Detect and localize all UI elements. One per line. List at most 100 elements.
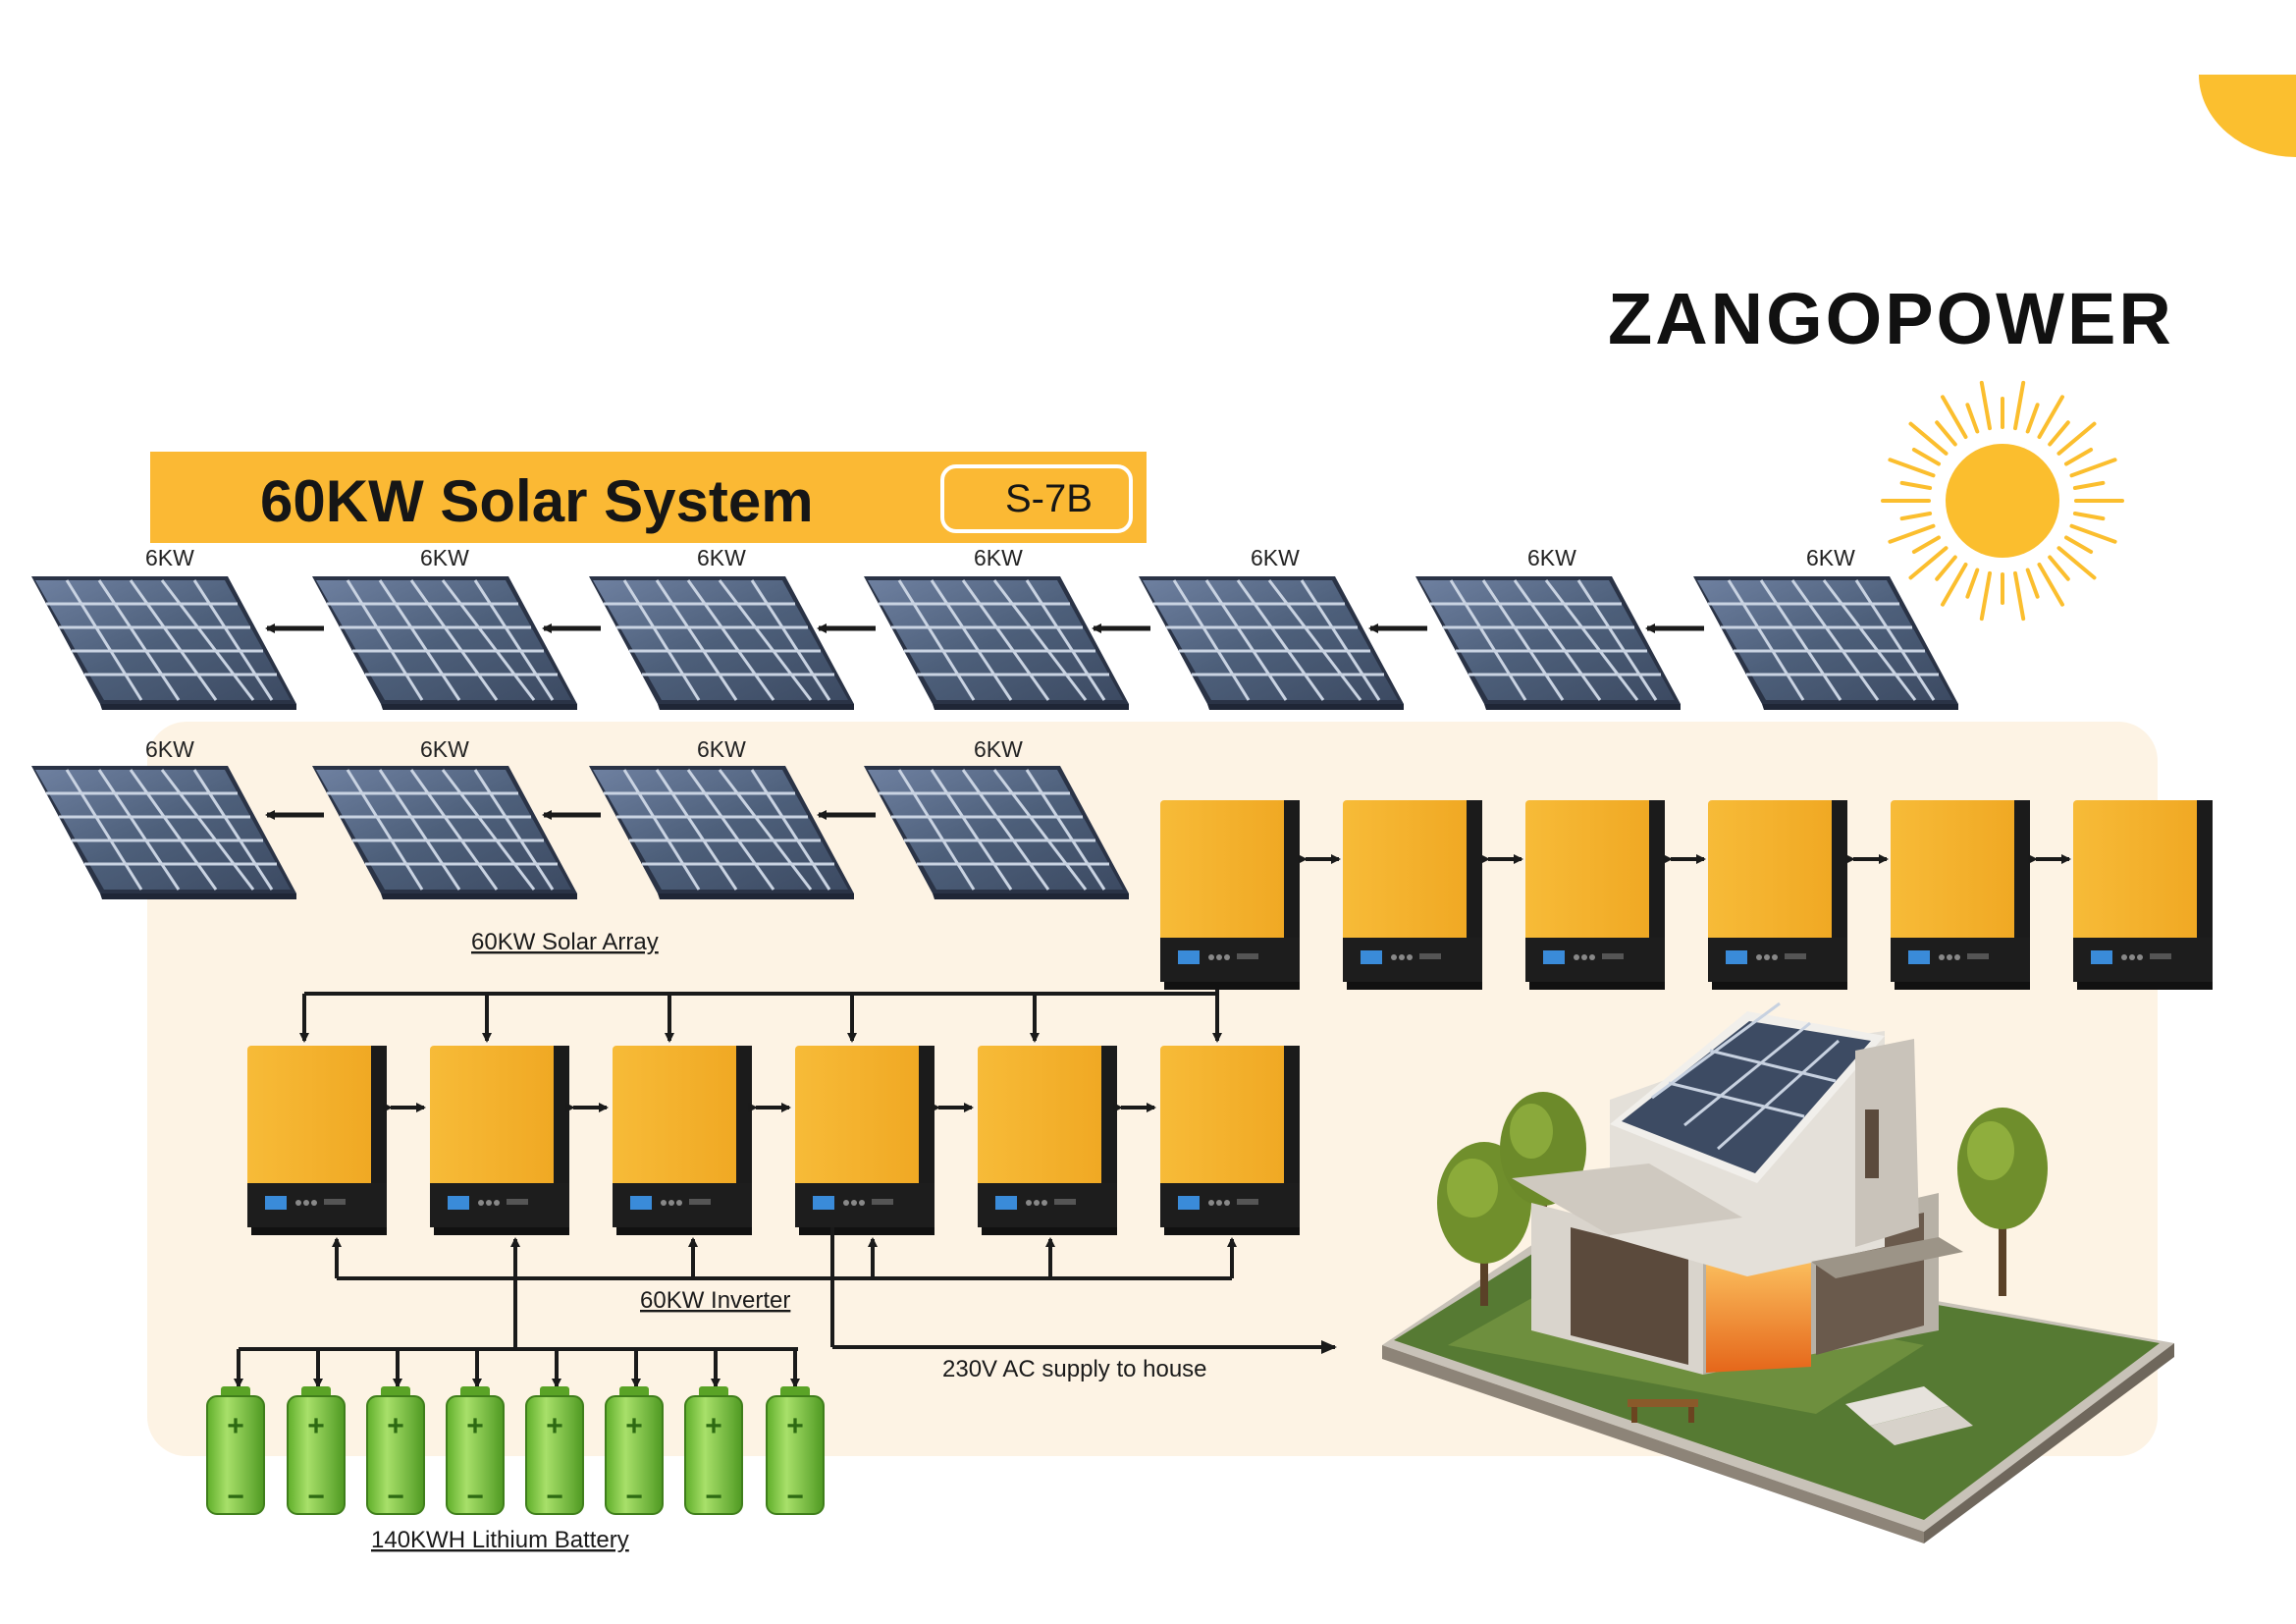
panel-rating: 6KW <box>1527 545 1576 570</box>
svg-text:+: + <box>387 1410 404 1442</box>
ac-output-line <box>830 1227 1337 1354</box>
inverter-icon <box>978 1046 1117 1235</box>
sun-ray <box>1911 448 1941 466</box>
sun-ray <box>2072 512 2106 521</box>
sun-ray <box>1908 421 1949 456</box>
sun-ray <box>2025 568 2040 599</box>
sun-ray <box>1888 523 1936 544</box>
sun-ray <box>2064 535 2094 554</box>
inverter-icon <box>1525 800 1665 990</box>
solar-panel-icon <box>310 574 579 712</box>
battery-icon: +− <box>366 1385 425 1515</box>
battery-icon: +− <box>525 1385 584 1515</box>
svg-text:−: − <box>307 1481 325 1513</box>
battery-bank: +− +− +− +− +− +− +− +− <box>206 1385 825 1515</box>
battery-icon: +− <box>446 1385 505 1515</box>
tree-icon <box>1957 1108 2048 1296</box>
sun-ray <box>1965 403 1980 434</box>
sun-ray <box>2013 570 2026 622</box>
panel-rating: 6KW <box>697 736 746 762</box>
panel-rating: 6KW <box>420 545 469 570</box>
title-bar: 60KW Solar System S-7B <box>150 452 1147 543</box>
inverter-icon <box>430 1046 569 1235</box>
sun-icon <box>1881 380 2124 622</box>
panel-rating: 6KW <box>420 736 469 762</box>
sun-ray <box>1908 546 1949 580</box>
svg-text:−: − <box>387 1481 404 1513</box>
inverter-icon <box>1891 800 2030 990</box>
inverter-icon <box>1708 800 1847 990</box>
sun-ray <box>1888 458 1936 478</box>
svg-text:−: − <box>705 1481 722 1513</box>
panel-rating: 6KW <box>1251 545 1300 570</box>
house-icon <box>1382 1001 2174 1543</box>
corner-accent <box>2199 75 2296 157</box>
sun-ray <box>1935 555 1957 581</box>
battery-caption: 140KWH Lithium Battery <box>371 1527 629 1553</box>
solar-panel-icon <box>587 574 856 712</box>
sun-ray <box>1941 563 1968 607</box>
sun-ray <box>1979 380 1992 431</box>
sun-ray <box>1979 570 1992 622</box>
inverter-icon <box>613 1046 752 1235</box>
brand-logo: ZANGOPOWER <box>1608 278 2174 359</box>
svg-text:−: − <box>625 1481 643 1513</box>
system-code: S-7B <box>1005 477 1093 520</box>
sun-ray <box>2056 546 2097 580</box>
inverter-icon <box>2073 800 2213 990</box>
solar-panel-icon <box>1691 574 1960 712</box>
panel-rating: 6KW <box>145 545 194 570</box>
battery-bus <box>234 1237 1237 1388</box>
dc-distribution-bus <box>299 990 1222 1043</box>
solar-panel-icon <box>29 574 298 712</box>
inverter-icon <box>247 1046 387 1235</box>
svg-text:+: + <box>786 1410 804 1442</box>
page-title: 60KW Solar System <box>260 468 814 534</box>
svg-text:−: − <box>786 1481 804 1513</box>
sun-ray <box>2037 395 2064 439</box>
sun-ray <box>1911 535 1941 554</box>
sun-ray <box>2069 458 2117 478</box>
sun-ray <box>2013 380 2026 431</box>
panel-rating: 6KW <box>697 545 746 570</box>
svg-text:+: + <box>705 1410 722 1442</box>
svg-text:+: + <box>227 1410 244 1442</box>
panel-rating: 6KW <box>145 736 194 762</box>
solar-array: 6KW 6KW 6KW 6KW 6KW 6KW 6KW 6KW 6KW 6KW … <box>29 545 1960 955</box>
sun-ray <box>2048 420 2070 447</box>
solar-panel-icon <box>1137 574 1406 712</box>
sun-ray <box>2064 448 2094 466</box>
inverter-icon <box>1160 800 1300 990</box>
panel-rating: 6KW <box>974 545 1023 570</box>
panel-rating: 6KW <box>974 736 1023 762</box>
solar-panel-icon <box>1414 574 1682 712</box>
svg-text:+: + <box>625 1410 643 1442</box>
sun-ray <box>2037 563 2064 607</box>
svg-text:+: + <box>307 1410 325 1442</box>
sun-ray <box>1941 395 1968 439</box>
svg-text:+: + <box>546 1410 563 1442</box>
battery-icon: +− <box>287 1385 346 1515</box>
solar-panel-icon <box>862 574 1131 712</box>
sun-ray <box>2048 555 2070 581</box>
svg-text:+: + <box>466 1410 484 1442</box>
sun-ray <box>2056 421 2097 456</box>
sun-ray <box>1899 480 1933 490</box>
sun-ray <box>1935 420 1957 447</box>
svg-text:−: − <box>466 1481 484 1513</box>
inverter-icon <box>1160 1046 1300 1235</box>
svg-text:−: − <box>546 1481 563 1513</box>
sun-ray <box>2025 403 2040 434</box>
inverter-caption: 60KW Inverter <box>640 1287 790 1314</box>
sun-ray <box>1899 512 1933 521</box>
svg-text:−: − <box>227 1481 244 1513</box>
battery-icon: +− <box>605 1385 664 1515</box>
ac-output-label: 230V AC supply to house <box>942 1356 1207 1382</box>
panel-link-arrows <box>265 623 1704 820</box>
inverter-icon <box>1343 800 1482 990</box>
battery-icon: +− <box>766 1385 825 1515</box>
sun-ray <box>2072 480 2106 490</box>
battery-icon: +− <box>684 1385 743 1515</box>
solar-array-caption: 60KW Solar Array <box>471 929 659 955</box>
